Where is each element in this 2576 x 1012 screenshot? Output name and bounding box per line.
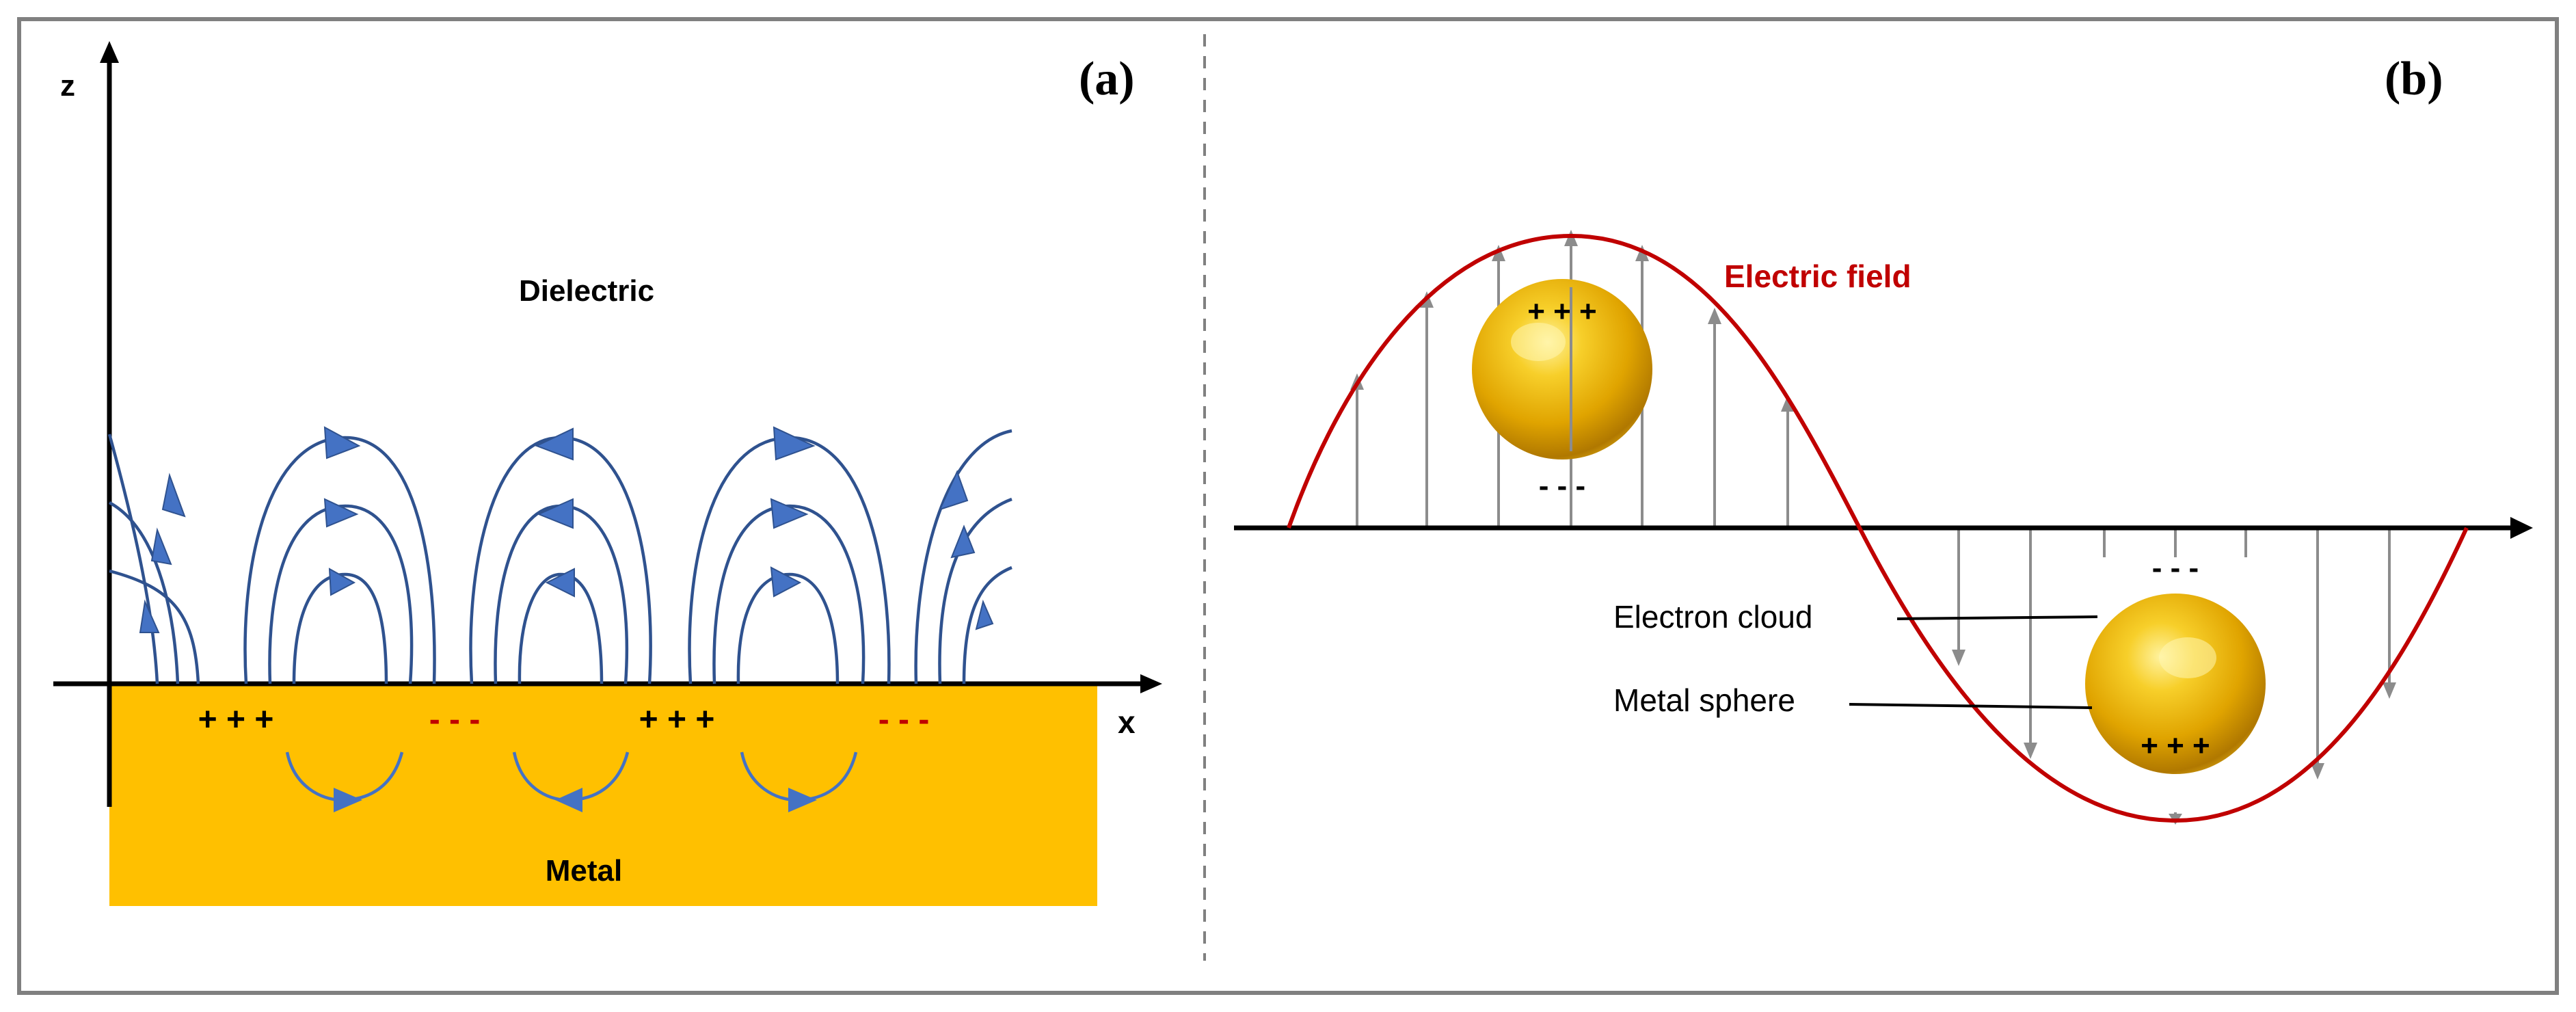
field-arrow	[773, 426, 816, 461]
negative-charge-2: - - -	[878, 702, 930, 738]
field-arrow	[535, 427, 574, 461]
field-arrow	[323, 498, 359, 528]
electron-cloud-leader	[1896, 615, 2098, 620]
panel-a-label: (a)	[1079, 53, 1135, 105]
sphere-1-top-charge: + + +	[1527, 295, 1597, 328]
field-line	[243, 436, 436, 684]
field-line	[494, 504, 629, 684]
field-line	[292, 572, 388, 684]
field-line	[914, 429, 1012, 684]
sphere-2-highlight	[2159, 637, 2216, 678]
axis-x-label: x	[1118, 704, 1136, 740]
field-arrow	[939, 470, 969, 511]
current-loop-arrows	[334, 788, 817, 812]
field-arrow	[323, 426, 361, 460]
field-arrow	[770, 498, 809, 529]
field-line	[108, 501, 180, 684]
field-line	[107, 434, 159, 684]
panel-a: z x (a) Dielectric Metal + + + - - - + +…	[53, 41, 1162, 906]
metal-label: Metal	[546, 854, 622, 888]
electric-field-label: Electric field	[1724, 258, 1911, 294]
field-line	[688, 436, 891, 684]
panel-b: (b) Electric	[1234, 53, 2533, 825]
metal-sphere-1	[1472, 279, 1652, 460]
metal-sphere-leader	[1849, 703, 2093, 709]
field-arrow	[328, 568, 356, 596]
field-arrow	[950, 524, 976, 559]
field-line-arrows	[139, 426, 994, 633]
field-lines	[107, 429, 1012, 684]
axis-z-label: z	[60, 69, 75, 103]
electric-field-wave	[1287, 233, 2469, 823]
field-arrow	[975, 599, 994, 630]
sphere-1-highlight	[1511, 323, 1566, 361]
field-arrow	[139, 599, 160, 633]
metal-block	[109, 684, 1097, 906]
dielectric-label: Dielectric	[519, 274, 654, 308]
sphere-2-top-charge: - - -	[2152, 551, 2199, 585]
field-line	[962, 565, 1012, 684]
current-arrow	[555, 788, 582, 812]
field-line	[268, 504, 414, 684]
sphere-2-bottom-charge: + + +	[2141, 729, 2210, 762]
field-line	[712, 504, 866, 684]
field-line	[109, 569, 200, 684]
field-arrow	[150, 527, 172, 565]
field-arrow	[161, 472, 186, 518]
x-axis-arrowhead	[1140, 674, 1162, 693]
field-line	[469, 436, 652, 684]
field-arrow	[770, 566, 802, 598]
positive-charge-2: + + +	[639, 702, 715, 738]
electron-cloud-label: Electron cloud	[1613, 599, 1813, 635]
current-arrow	[788, 788, 817, 812]
metal-sphere-label: Metal sphere	[1613, 682, 1795, 718]
field-vectors-negative	[1952, 530, 2396, 780]
z-axis-arrowhead	[100, 41, 119, 63]
current-arrow	[334, 788, 362, 812]
sphere-1-bottom-charge: - - -	[1539, 469, 1585, 503]
negative-charge-1: - - -	[429, 702, 481, 738]
outer-border	[17, 17, 2559, 995]
field-line	[518, 572, 604, 684]
propagation-axis-arrowhead	[2510, 517, 2533, 539]
field-arrow	[545, 568, 575, 598]
field-arrow	[537, 498, 574, 529]
panel-b-label: (b)	[2385, 53, 2443, 105]
positive-charge-1: + + +	[198, 702, 274, 738]
field-line	[736, 572, 840, 684]
metal-sphere-2	[2085, 594, 2266, 774]
field-line	[938, 497, 1012, 684]
